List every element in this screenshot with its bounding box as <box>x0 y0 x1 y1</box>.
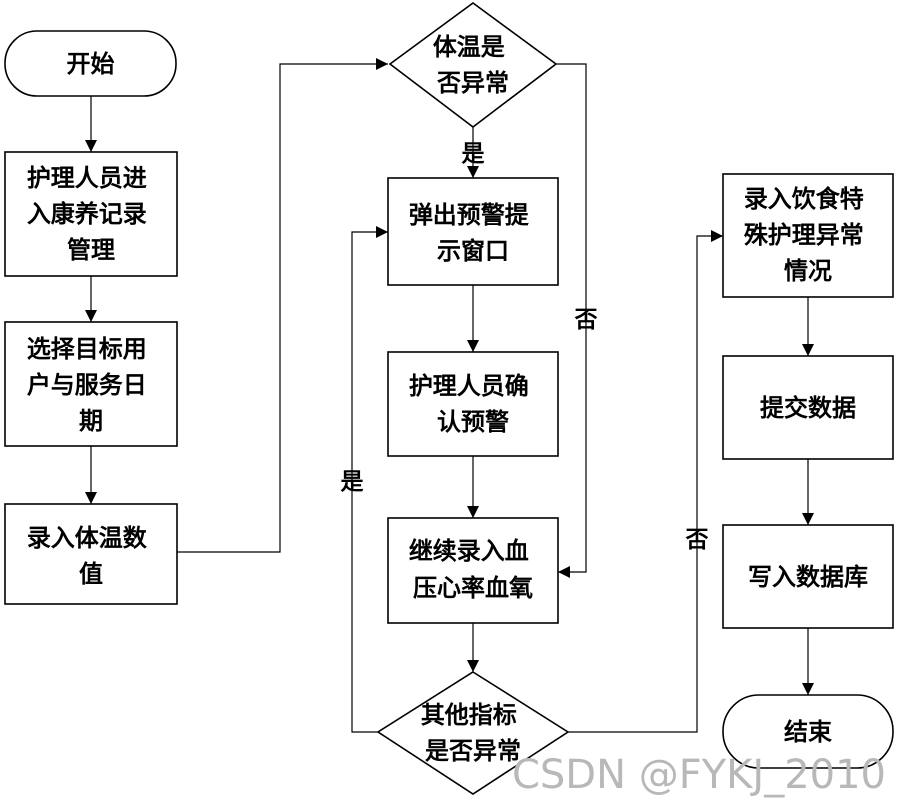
temp-check-line-1: 体温是 <box>433 33 505 61</box>
warn-popup-line-2: 示窗口 <box>437 237 509 265</box>
record-bp-line-2: 压心率血氧 <box>413 574 533 602</box>
enter-records-line-1: 护理人员进 <box>27 164 147 192</box>
enter-records-box: 护理人员进 入康养记录 管理 <box>4 151 178 277</box>
confirm-warn-box: 护理人员确 认预警 <box>387 351 559 457</box>
other-check-line-1: 其他指标 <box>421 701 517 729</box>
edge-other-check-yes-to-warn-popup <box>351 226 388 733</box>
svg-text:护理人员确 认预警: 护理人员确 认预警 <box>409 372 537 436</box>
svg-text:继续录入血 压心率血氧: 继续录入血 压心率血氧 <box>409 537 537 602</box>
edge-record-temp-to-temp-check <box>177 58 388 553</box>
svg-text:录入饮食特 殊护理异常 情况: 录入饮食特 殊护理异常 情况 <box>744 185 872 285</box>
select-user-line-1: 选择目标用 <box>27 335 147 363</box>
write-db-label: 写入数据库 <box>748 563 868 591</box>
select-user-line-3: 期 <box>79 407 103 435</box>
warn-popup-line-1: 弹出预警提 <box>409 201 530 229</box>
start-node: 开始 <box>4 30 177 97</box>
other-check-decision: 其他指标 是否异常 <box>376 671 570 795</box>
svg-text:弹出预警提 示窗口: 弹出预警提 示窗口 <box>409 201 537 265</box>
submit-box: 提交数据 <box>722 355 894 460</box>
svg-text:护理人员进 入康养记录 管理: 护理人员进 入康养记录 管理 <box>27 164 155 264</box>
record-diet-line-2: 殊护理异常 <box>744 221 864 249</box>
edge-label-other-no: 否 <box>685 527 709 553</box>
svg-text:体温是 否异常: 体温是 否异常 <box>433 33 513 97</box>
submit-label: 提交数据 <box>760 394 856 422</box>
record-temp-line-2: 值 <box>79 560 103 588</box>
end-node: 结束 <box>722 694 894 769</box>
confirm-warn-line-1: 护理人员确 <box>409 372 529 400</box>
record-temp-line-1: 录入体温数 <box>27 524 148 552</box>
svg-text:选择目标用 户与服务日 期: 选择目标用 户与服务日 期 <box>27 335 155 435</box>
start-label: 开始 <box>67 50 115 78</box>
record-diet-line-1: 录入饮食特 <box>744 185 864 213</box>
write-db-box: 写入数据库 <box>722 524 894 629</box>
temp-check-decision: 体温是 否异常 <box>388 2 558 129</box>
other-check-line-2: 是否异常 <box>425 737 521 765</box>
confirm-warn-line-2: 认预警 <box>437 408 509 436</box>
warn-popup-box: 弹出预警提 示窗口 <box>387 177 559 286</box>
edge-label-temp-yes: 是 <box>462 141 485 167</box>
watermark: CSDN @FYKJ_2010 <box>512 752 886 798</box>
enter-records-line-3: 管理 <box>67 236 115 264</box>
svg-text:录入体温数 值: 录入体温数 值 <box>27 524 155 588</box>
select-user-box: 选择目标用 户与服务日 期 <box>4 321 178 447</box>
edge-temp-check-no-to-record-bp <box>556 63 587 578</box>
record-bp-box: 继续录入血 压心率血氧 <box>387 517 559 624</box>
record-temp-box: 录入体温数 值 <box>4 503 178 605</box>
record-diet-box: 录入饮食特 殊护理异常 情况 <box>722 173 894 298</box>
end-label: 结束 <box>784 718 833 746</box>
select-user-line-2: 户与服务日 <box>27 371 147 399</box>
enter-records-line-2: 入康养记录 <box>27 200 147 228</box>
edge-other-check-no-to-record-diet <box>567 230 723 733</box>
edge-label-other-yes: 是 <box>341 469 364 495</box>
record-bp-line-1: 继续录入血 <box>409 537 529 565</box>
svg-text:其他指标 是否异常: 其他指标 是否异常 <box>421 701 525 765</box>
edges <box>85 58 814 733</box>
record-diet-line-3: 情况 <box>784 257 832 285</box>
temp-check-line-2: 否异常 <box>436 69 509 97</box>
edge-label-temp-no: 否 <box>574 307 598 333</box>
